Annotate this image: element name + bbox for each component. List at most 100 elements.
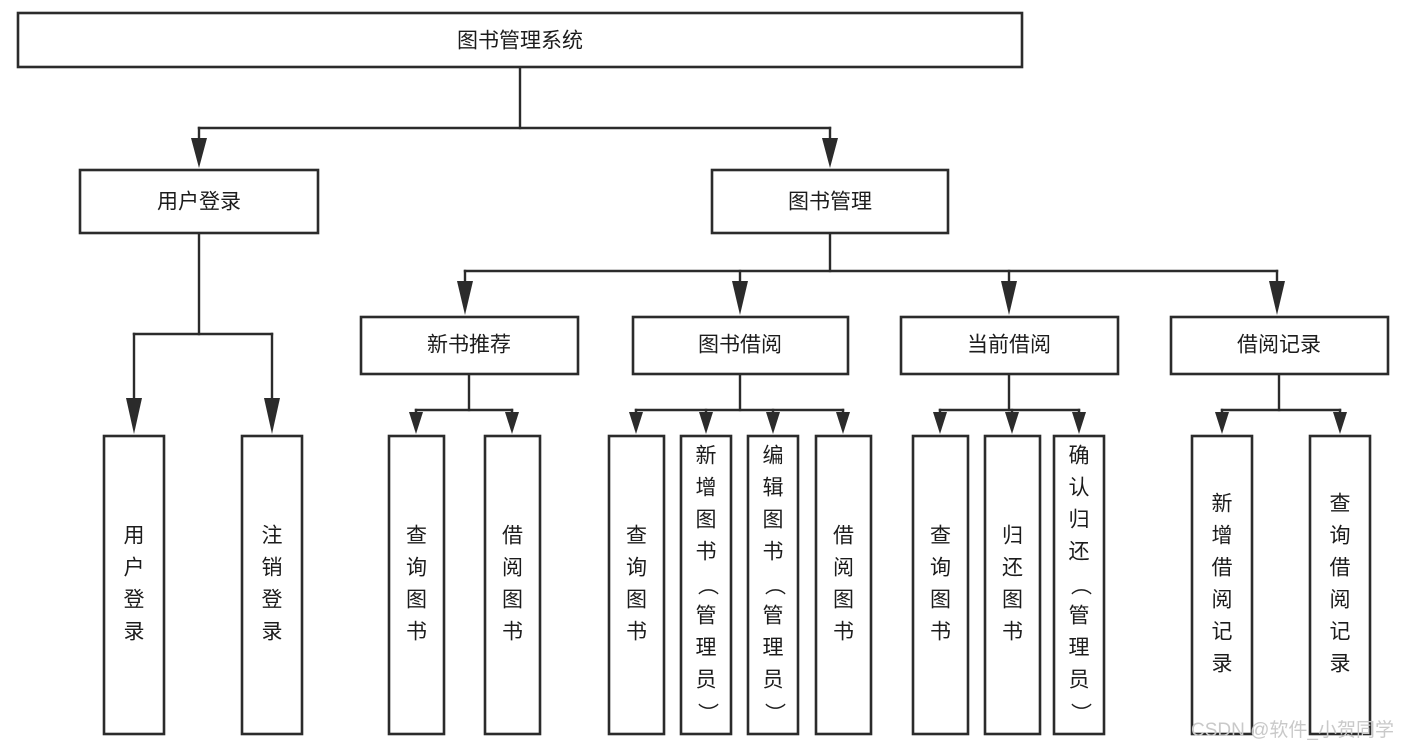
leaf-label-char: 书 (763, 541, 784, 564)
arrow-newbook-leaf-1 (409, 412, 423, 434)
leaf-label-char: 阅 (1212, 589, 1233, 612)
arrow-bookmgmt-to-records (1269, 281, 1285, 315)
leaf-label-char: 还 (1069, 541, 1090, 564)
leaf-label-char: 理 (696, 637, 717, 660)
arrow-current-leaf-3 (1072, 412, 1086, 434)
node-root[interactable]: 图书管理系统 (16, 11, 1024, 69)
leaf-label-char: 录 (124, 621, 145, 644)
node-book-management-label: 图书管理 (788, 191, 872, 214)
leaf-node-box[interactable] (387, 434, 446, 736)
node-current-borrow[interactable]: 当前借阅 (899, 315, 1120, 376)
leaf-node-box[interactable] (1190, 434, 1254, 736)
node-user-login-label: 用户登录 (157, 191, 241, 214)
leaf-label-char: （ (695, 575, 718, 596)
leaf-node-box[interactable] (679, 434, 733, 736)
leaf-label-char: 管 (696, 605, 717, 628)
arrow-bookmgmt-to-borrow (732, 281, 748, 315)
leaf-label-char: 借 (833, 525, 854, 548)
node-book-management[interactable]: 图书管理 (710, 168, 950, 235)
leaf-label-char: 记 (1212, 621, 1233, 644)
arrow-root-to-user-login (191, 138, 207, 168)
node-book-management-box[interactable] (710, 168, 950, 235)
leaf-node[interactable]: 用户登录 (102, 434, 166, 736)
node-new-book-recommend[interactable]: 新书推荐 (359, 315, 580, 376)
node-current-borrow-label: 当前借阅 (967, 334, 1051, 357)
leaf-label-char: 增 (696, 477, 717, 500)
node-current-borrow-box[interactable] (899, 315, 1120, 376)
leaf-label-char: 图 (502, 589, 523, 612)
arrow-userlogin-leaf-2 (264, 398, 280, 434)
arrow-records-leaf-2 (1333, 412, 1347, 434)
leaf-label-char: 阅 (502, 557, 523, 580)
leaf-label-char: 图 (406, 589, 427, 612)
leaf-label-char: 确 (1069, 445, 1090, 468)
node-new-book-recommend-box[interactable] (359, 315, 580, 376)
node-book-borrow[interactable]: 图书借阅 (631, 315, 850, 376)
leaf-label-char: 归 (1002, 525, 1023, 548)
node-borrow-records-box[interactable] (1169, 315, 1390, 376)
leaf-label-char: 注 (262, 525, 283, 548)
leaf-label-char: 归 (1069, 509, 1090, 532)
leaf-label-char: 员 (1069, 669, 1090, 692)
leaf-label-char: 图 (833, 589, 854, 612)
leaf-node-box[interactable] (911, 434, 970, 736)
leaf-label-char: 用 (124, 525, 145, 548)
leaf-label-char: 辑 (763, 477, 784, 500)
leaf-node-box[interactable] (102, 434, 166, 736)
arrow-userlogin-leaf-1 (126, 398, 142, 434)
leaf-label-char: 书 (930, 621, 951, 644)
leaf-label-char: 借 (1212, 557, 1233, 580)
node-book-borrow-box[interactable] (631, 315, 850, 376)
arrow-root-to-book-mgmt (822, 138, 838, 168)
leaf-node-box[interactable] (814, 434, 873, 736)
leaf-label-char: 新 (696, 445, 717, 468)
leaf-label-char: 登 (262, 589, 283, 612)
leaf-label-char: 书 (1002, 621, 1023, 644)
node-user-login[interactable]: 用户登录 (78, 168, 320, 235)
leaf-node-box[interactable] (607, 434, 666, 736)
leaf-label-char: 增 (1212, 525, 1233, 548)
leaf-label-char: 管 (1069, 605, 1090, 628)
leaf-node-box[interactable] (1052, 434, 1106, 736)
leaf-node-box[interactable] (983, 434, 1042, 736)
node-root-box[interactable] (16, 11, 1024, 69)
leaf-label-char: 录 (1330, 653, 1351, 676)
leaf-label-char: 询 (406, 557, 427, 580)
leaf-node-box[interactable] (240, 434, 304, 736)
leaf-label-char: 查 (626, 525, 647, 548)
leaf-label-char: 阅 (833, 557, 854, 580)
leaf-label-char: 新 (1212, 493, 1233, 516)
arrow-borrow-leaf-2 (699, 412, 713, 434)
leaf-label-char: 查 (406, 525, 427, 548)
arrow-borrow-leaf-3 (766, 412, 780, 434)
node-user-login-box[interactable] (78, 168, 320, 235)
leaf-node-box[interactable] (746, 434, 800, 736)
leaf-label-char: 还 (1002, 557, 1023, 580)
leaf-label-char: 图 (930, 589, 951, 612)
leaf-label-char: 书 (626, 621, 647, 644)
leaf-node-box[interactable] (483, 434, 542, 736)
leaf-label-char: 书 (406, 621, 427, 644)
leaf-node-box[interactable] (1308, 434, 1372, 736)
node-borrow-records[interactable]: 借阅记录 (1169, 315, 1390, 376)
